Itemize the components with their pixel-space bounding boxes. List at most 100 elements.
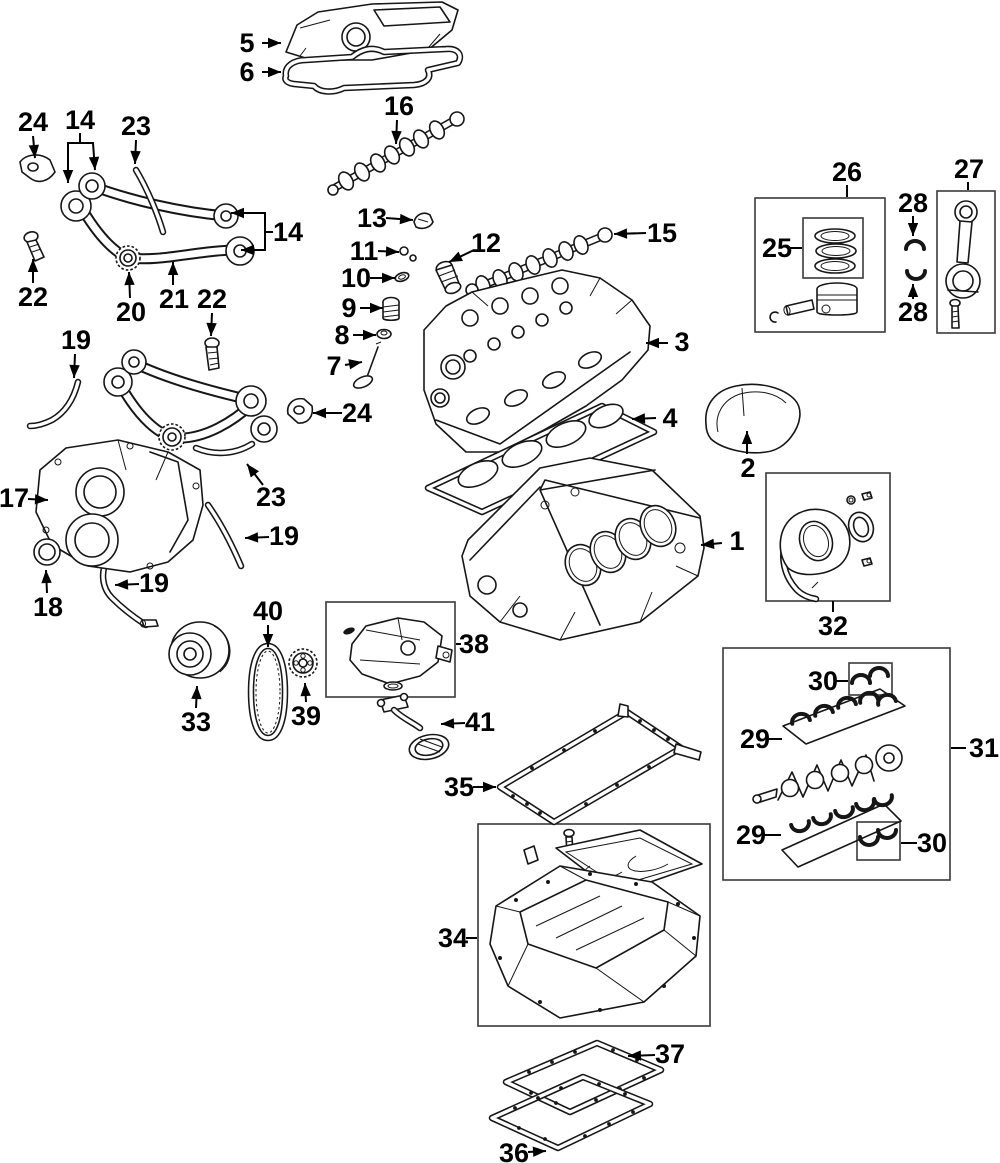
callout-12-5: 12 xyxy=(471,228,501,258)
callout-arrowhead-39 xyxy=(300,683,311,697)
callout-33-28: 33 xyxy=(181,707,211,737)
callout-arrowhead-23 xyxy=(130,150,141,164)
callout-23-24: 23 xyxy=(256,482,286,512)
callout-arrowhead-12 xyxy=(449,251,463,262)
callout-arrowhead-14 xyxy=(88,156,100,170)
callout-arrowhead-9 xyxy=(370,302,383,314)
callout-7-9: 7 xyxy=(326,351,341,381)
callout-arrowhead-28 xyxy=(907,223,919,236)
callout-arrowhead-20 xyxy=(124,272,135,286)
callout-arrowhead-19 xyxy=(115,579,129,590)
oil-pan-box xyxy=(477,823,711,1027)
callout-arrowhead-21 xyxy=(167,262,179,275)
callout-arrowhead-28 xyxy=(907,284,919,297)
callout-11-4: 11 xyxy=(350,236,379,266)
callout-36-36: 36 xyxy=(499,1138,529,1163)
ring-set-box xyxy=(802,217,864,279)
valve-keeper xyxy=(399,246,417,262)
oil-pickup-tube xyxy=(376,692,450,761)
callout-17-22: 17 xyxy=(0,483,29,513)
callout-arrowhead-14 xyxy=(231,207,244,219)
callout-28-41: 28 xyxy=(898,297,928,327)
callout-23-15: 23 xyxy=(121,111,151,141)
callout-41-32: 41 xyxy=(465,707,495,737)
callout-arrowhead-15 xyxy=(614,228,628,239)
rod-bearings xyxy=(904,239,927,281)
wrist-pin xyxy=(783,299,815,316)
timing-chain xyxy=(251,646,285,738)
callout-arrowhead-14 xyxy=(241,244,254,256)
callout-leader-14 xyxy=(231,212,273,233)
valve-lifter xyxy=(435,260,462,295)
callout-leader-14 xyxy=(80,142,96,171)
callout-arrowhead-36 xyxy=(532,1146,546,1157)
piston-ring-set xyxy=(814,228,857,274)
callout-arrowhead-22 xyxy=(27,259,39,272)
callout-arrowhead-8 xyxy=(363,329,376,341)
tensioner-bolt-left xyxy=(23,231,45,262)
callout-30-46: 30 xyxy=(808,666,838,696)
callout-arrowhead-24 xyxy=(313,407,326,419)
callout-arrowhead-13 xyxy=(399,213,413,225)
callout-arrowhead-37 xyxy=(628,1050,642,1061)
callout-40-29: 40 xyxy=(253,596,283,626)
timing-cover xyxy=(35,439,204,573)
rocker-arm xyxy=(413,212,434,230)
callout-arrowhead-16 xyxy=(391,130,402,144)
callout-4-12: 4 xyxy=(662,403,677,433)
rear-main-seal-housing xyxy=(779,491,875,603)
callout-arrowhead-35 xyxy=(483,781,496,793)
callout-34-34: 34 xyxy=(438,923,468,953)
woodruff-key xyxy=(140,619,159,628)
callout-22-17: 22 xyxy=(18,282,48,312)
engine-block xyxy=(461,457,705,641)
callout-10-6: 10 xyxy=(341,263,371,293)
upper-oil-pan xyxy=(489,828,703,1019)
cylinder-head xyxy=(423,269,651,453)
crank-sprocket xyxy=(288,648,318,678)
camshaft-exhaust xyxy=(465,227,613,297)
callout-arrowhead-14 xyxy=(62,170,74,183)
rod-bolt xyxy=(949,298,961,329)
timing-cover-gasket-2 xyxy=(204,501,245,570)
callout-35-33: 35 xyxy=(444,772,474,802)
callout-arrowhead-18 xyxy=(41,570,52,584)
callout-arrowhead-23 xyxy=(247,464,260,478)
valve-spring xyxy=(382,296,400,322)
callout-arrowhead-11 xyxy=(385,246,399,257)
callout-arrowhead-3 xyxy=(646,337,659,349)
pin-clip xyxy=(769,311,779,323)
callout-25-38: 25 xyxy=(762,233,792,263)
valve-cover xyxy=(285,1,459,61)
callout-arrowhead-6 xyxy=(268,66,281,78)
timing-cover-gasket-3 xyxy=(99,554,150,629)
piston xyxy=(816,282,858,316)
callout-14-14: 14 xyxy=(65,105,95,135)
callout-15-10: 15 xyxy=(647,218,677,248)
callout-6-1: 6 xyxy=(239,57,254,87)
chain-guide-rail-upper xyxy=(132,166,167,236)
callout-arrowhead-19 xyxy=(245,532,259,543)
callout-27-39: 27 xyxy=(954,154,984,184)
crankshaft-pulley xyxy=(168,621,231,679)
callout-29-48: 29 xyxy=(736,820,766,850)
piston-set-box xyxy=(754,197,886,333)
rear-seal-box xyxy=(765,472,891,602)
callout-arrowhead-19 xyxy=(69,364,80,378)
timing-chain-tensioner-lower xyxy=(103,349,278,451)
upper-chain-cover xyxy=(705,383,801,454)
main-bearings-upper xyxy=(788,689,898,726)
main-bearing-frame-lower xyxy=(781,803,902,868)
callout-8-8: 8 xyxy=(334,320,349,350)
callout-1-43: 1 xyxy=(729,526,744,556)
connecting-rod-box xyxy=(936,190,996,334)
oil-pump xyxy=(343,617,453,691)
callout-28-40: 28 xyxy=(898,188,928,218)
tensioner-bolt-right xyxy=(204,337,220,371)
valve-seal xyxy=(376,328,392,340)
callout-arrowhead-7 xyxy=(348,359,362,370)
callout-32-44: 32 xyxy=(818,611,848,641)
callout-13-3: 13 xyxy=(357,203,387,233)
callout-19-27: 19 xyxy=(139,568,169,598)
